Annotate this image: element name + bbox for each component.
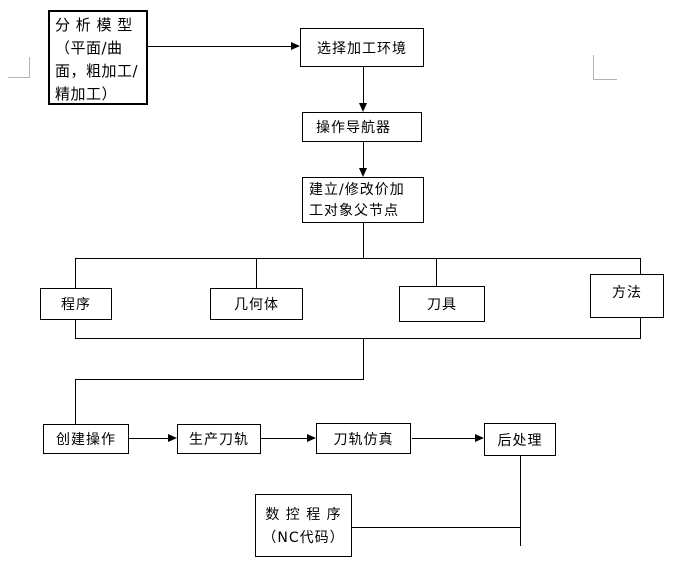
arrowhead-into-gentoolpath (168, 434, 177, 442)
bus-top-horizontal (75, 258, 641, 259)
node-tool: 刀具 (399, 286, 485, 322)
node-create-modify-parent-node-line2: 工对象父节点 (309, 203, 399, 219)
connector-analyze-to-selectenv (148, 46, 291, 47)
page-margin-mark-left (8, 57, 30, 78)
node-toolpath-simulation: 刀轨仿真 (316, 423, 411, 454)
node-create-operation: 创建操作 (43, 424, 129, 454)
arrowhead-into-postprocess (475, 434, 484, 442)
connector-postprocess-down (520, 456, 521, 546)
node-generate-toolpath: 生产刀轨 (177, 424, 261, 454)
node-method: 方法 (590, 274, 664, 318)
stub-method-to-bus (640, 318, 641, 338)
node-analyze-model-line3: 面，粗加工/ (55, 62, 139, 80)
arrowhead-into-createparent (359, 168, 367, 177)
node-select-machining-environment: 选择加工环境 (300, 28, 424, 67)
node-nc-program-line2: （NC代码） (262, 530, 345, 546)
connector-gentoolpath-to-simtoolpath (261, 438, 307, 439)
connector-bus-step-down (363, 338, 364, 379)
connector-selectenv-to-navigator (363, 67, 364, 103)
node-create-modify-parent-node: 建立/修改价加 工对象父节点 (302, 177, 424, 223)
node-nc-program: 数 控 程 序 （NC代码） (255, 494, 352, 557)
connector-navigator-to-createparent (363, 142, 364, 168)
node-create-modify-parent-node-line1: 建立/修改价加 (309, 182, 405, 198)
node-program: 程序 (40, 288, 112, 320)
connector-simtoolpath-to-postprocess (412, 438, 475, 439)
connector-createparent-to-bus (363, 223, 364, 258)
connector-step-left (75, 379, 364, 380)
bus-drop-to-geometry (256, 258, 257, 288)
node-analyze-model-line1: 分 析 模 型 (55, 16, 133, 34)
stub-program-to-bus (75, 320, 76, 338)
bus-drop-to-method (640, 258, 641, 274)
arrowhead-into-selectenv (291, 42, 300, 50)
arrowhead-into-simtoolpath (307, 434, 316, 442)
connector-into-createop (75, 379, 76, 424)
arrowhead-into-navigator (359, 103, 367, 112)
node-analyze-model: 分 析 模 型 （平面/曲 面，粗加工/ 精加工） (48, 10, 148, 105)
node-analyze-model-line2: （平面/曲 (55, 39, 123, 57)
node-analyze-model-line4: 精加工） (55, 85, 118, 103)
page-margin-mark-right (593, 55, 617, 80)
node-operation-navigator: 操作导航器 (302, 112, 422, 142)
node-geometry: 几何体 (210, 288, 303, 320)
node-postprocess: 后处理 (484, 423, 556, 456)
bus-bottom-horizontal (75, 338, 641, 339)
bus-drop-to-tool (436, 258, 437, 286)
connector-createop-to-gentoolpath (129, 438, 168, 439)
connector-into-ncprogram (352, 527, 521, 528)
bus-drop-to-program (75, 258, 76, 288)
node-nc-program-line1: 数 控 程 序 (265, 507, 342, 523)
